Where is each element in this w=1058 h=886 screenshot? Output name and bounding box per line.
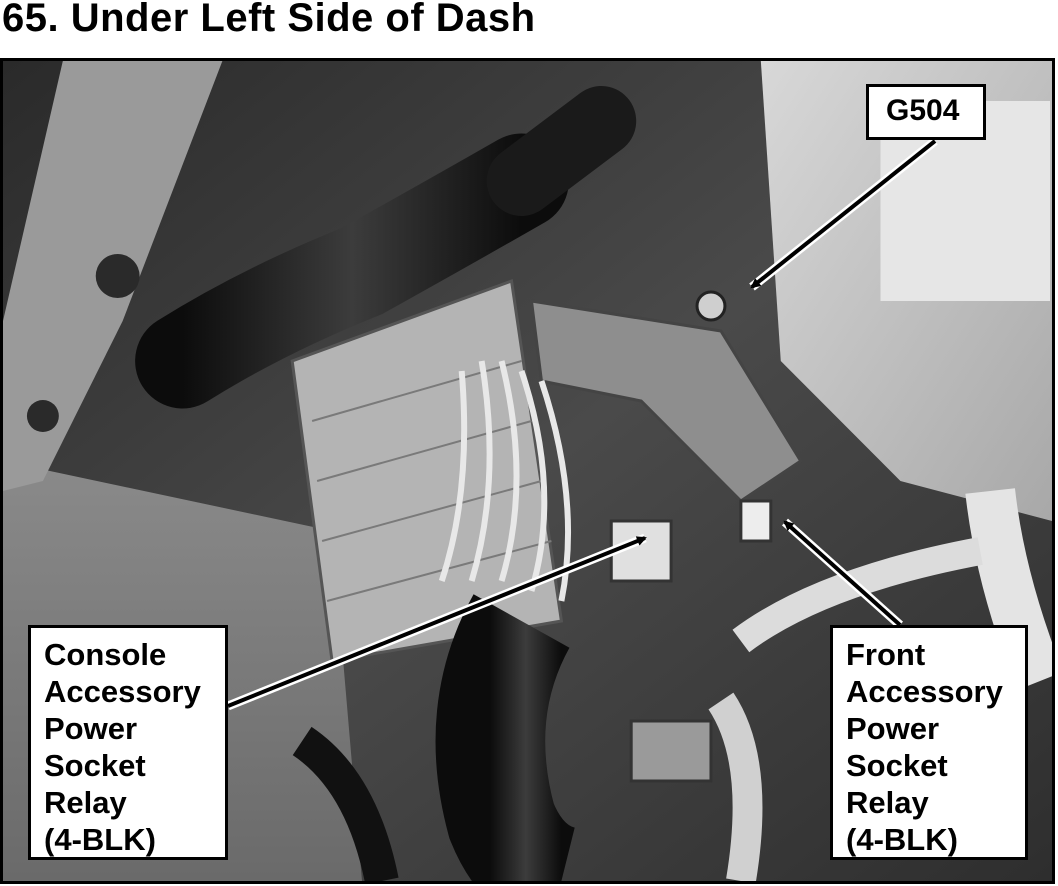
wire-harness-upper [135,133,569,409]
console-relay-line-6: (4-BLK) [44,822,156,857]
front-relay-line-3: Power [846,711,940,746]
ground-bolt [695,290,727,322]
front-relay-line-2: Accessory [846,674,1003,709]
front-relay-line-1: Front [846,637,926,672]
console-relay-callout: Console Accessory Power Socket Relay (4-… [28,625,228,860]
page-title: 65. Under Left Side of Dash [2,0,536,40]
console-relay-line-3: Power [44,711,138,746]
front-relay-body [739,499,773,543]
brace-hole [95,254,140,298]
taped-wire-lower [708,692,763,881]
console-relay-line-5: Relay [44,785,127,820]
console-relay-line-2: Accessory [44,674,201,709]
gray-connector [629,719,713,783]
front-relay-line-6: (4-BLK) [846,822,958,857]
wire-harness-left [292,726,399,881]
g504-callout: G504 [866,84,986,140]
console-relay-line-1: Console [44,637,167,672]
harness-clip [486,86,637,216]
console-relay-line-4: Socket [44,748,146,783]
front-relay-line-4: Socket [846,748,948,783]
console-relay-body [609,519,673,583]
g504-label: G504 [886,94,960,127]
ribbed-conduit [965,488,1052,691]
brace-hole-lower [26,400,59,432]
front-relay-callout: Front Accessory Power Socket Relay (4-BL… [830,625,1028,860]
front-relay-line-5: Relay [846,785,929,820]
